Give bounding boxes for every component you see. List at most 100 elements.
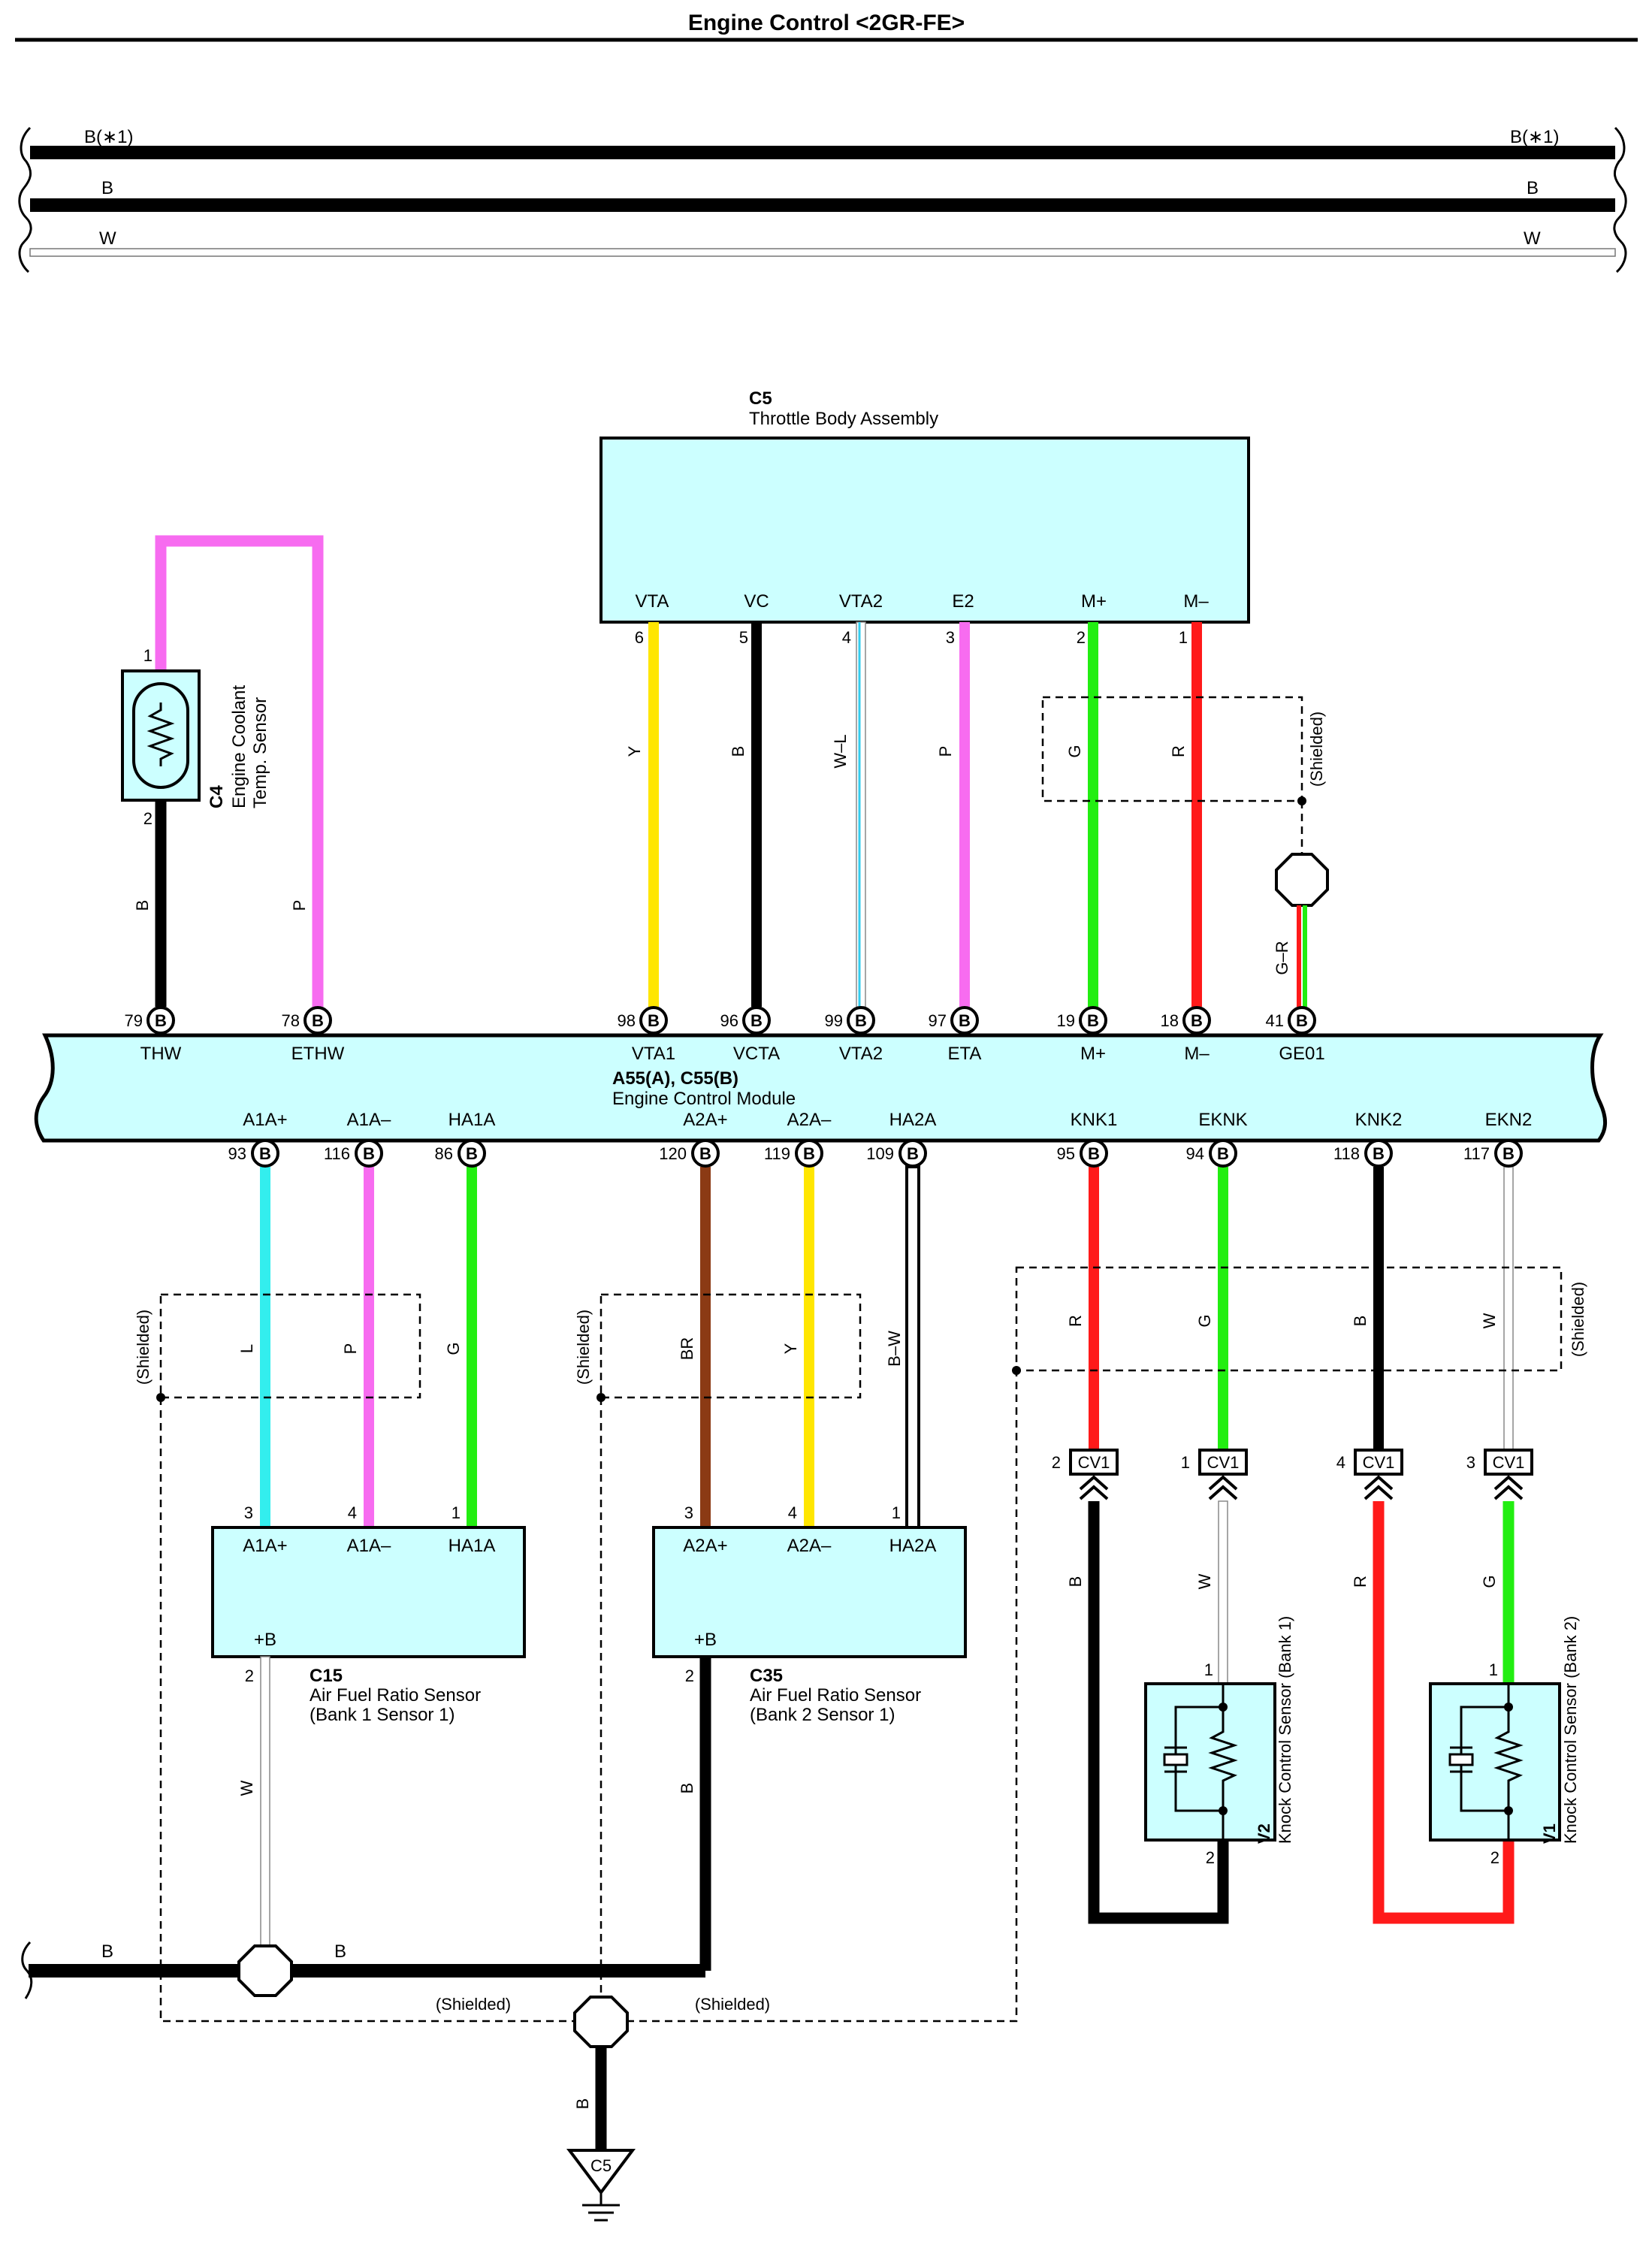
svg-text:B: B [699,1144,711,1163]
svg-text:3: 3 [244,1503,253,1522]
svg-text:M–: M– [1184,1044,1210,1064]
svg-text:B: B [1373,1144,1385,1163]
svg-text:KNK1: KNK1 [1071,1110,1118,1130]
throttle-wires: Y B W–L P G R (Shielded) G–R [625,621,1329,1008]
throttle-pin-number: 4 [842,628,851,647]
svg-text:B: B [1087,1011,1099,1030]
wire-color-label: W–L [831,734,850,768]
knock-wires-lower: B W R G [1066,1500,1515,1924]
svg-text:HA1A: HA1A [448,1536,496,1556]
bus-line-1-left-label: B(∗1) [84,127,133,147]
svg-text:R: R [1351,1576,1370,1588]
knock-wires-upper: R G B W [1066,1166,1514,1451]
svg-text:116: 116 [324,1144,350,1163]
throttle-pin-number: 2 [1077,628,1086,647]
cv1-connector-4: CV1 4 [1336,1449,1403,1500]
svg-text:94: 94 [1186,1144,1204,1163]
cv1-connector-3: CV1 3 [1466,1449,1533,1500]
coolant-pin2: 2 [143,809,153,828]
svg-text:41: 41 [1266,1011,1284,1030]
bus-line-2-right-label: B [1527,178,1539,198]
svg-text:4: 4 [788,1503,797,1522]
throttle-pin-number: 3 [946,628,955,647]
svg-text:Knock Control Sensor (Bank 1): Knock Control Sensor (Bank 1) [1276,1616,1294,1844]
svg-text:3: 3 [684,1503,693,1522]
page-title: Engine Control <2GR-FE> [688,11,965,35]
svg-text:109: 109 [866,1144,894,1163]
svg-text:A1A+: A1A+ [243,1536,287,1556]
svg-text:M+: M+ [1080,1044,1106,1064]
throttle-pin-name: VTA [636,591,669,612]
wire-color-label: G–R [1273,941,1291,974]
svg-text:4: 4 [348,1503,357,1522]
svg-text:HA2A: HA2A [889,1110,937,1130]
engine-control-module: A55(A), C55(B) Engine Control Module [34,1033,1607,1143]
throttle-pin-name: M+ [1081,591,1107,612]
svg-text:B: B [648,1011,660,1030]
svg-text:KNK2: KNK2 [1355,1110,1403,1130]
svg-text:2: 2 [1052,1453,1061,1472]
throttle-pin-name: E2 [952,591,974,612]
svg-text:EKNK: EKNK [1198,1110,1247,1130]
svg-text:A2A–: A2A– [787,1110,832,1130]
af1-wires: L P G [237,1167,477,1527]
svg-text:(Bank 1 Sensor 1): (Bank 1 Sensor 1) [310,1705,455,1725]
svg-text:119: 119 [764,1144,790,1163]
svg-text:THW: THW [140,1044,182,1064]
svg-text:+B: +B [254,1630,276,1650]
ecm-pin-95: B95 [1057,1139,1108,1168]
svg-text:G: G [1195,1314,1214,1327]
splice-icon [1275,853,1329,907]
svg-text:18: 18 [1161,1011,1179,1030]
throttle-body-assembly: C5 Throttle Body Assembly VTA VC VTA2 E2… [599,388,1250,647]
svg-text:A2A+: A2A+ [683,1536,727,1556]
wire-color-label: P [290,900,309,911]
svg-text:BR: BR [678,1337,696,1361]
splice-icon [237,1944,293,1997]
svg-text:99: 99 [825,1011,843,1030]
svg-text:1: 1 [892,1503,901,1522]
svg-text:C35: C35 [750,1666,783,1686]
svg-text:R: R [1066,1315,1085,1327]
svg-text:78: 78 [282,1011,300,1030]
svg-text:C15: C15 [310,1666,343,1686]
svg-text:GE01: GE01 [1279,1044,1324,1064]
shield-label: (Shielded) [695,1995,770,2014]
throttle-code: C5 [749,388,772,409]
bus-line-2-left-label: B [101,178,113,198]
svg-text:2: 2 [1206,1848,1215,1867]
coolant-pin1: 1 [143,646,153,665]
ecm-pin-99: B 99 VTA2 [825,1006,883,1064]
svg-text:3: 3 [1466,1453,1475,1472]
svg-text:VTA1: VTA1 [632,1044,675,1064]
svg-text:P: P [341,1343,360,1355]
wire-color-label: B [133,900,152,911]
top-bus: B(∗1) B(∗1) B B W W [18,126,1627,273]
svg-text:86: 86 [435,1144,453,1163]
svg-text:C5: C5 [590,2156,612,2175]
svg-text:ETHW: ETHW [291,1044,345,1064]
svg-text:B: B [155,1011,167,1030]
shield-label: (Shielded) [1307,712,1326,787]
svg-text:HA1A: HA1A [448,1110,496,1130]
svg-text:G: G [1480,1575,1499,1588]
svg-text:B: B [466,1144,478,1163]
svg-text:B: B [101,1941,113,1962]
svg-text:B: B [855,1011,867,1030]
shield-label: (Shielded) [1569,1282,1587,1357]
ecm-pin-97: B 97 ETA [929,1006,981,1064]
ecm-top-pins: B 79 THW B 78 ETHW B 98 VTA1 B 96 VCTA B… [125,1006,1325,1064]
svg-text:93: 93 [228,1144,246,1163]
knock-sensor-bank2: 1 2 V1 Knock Control Sensor (Bank 2) [1429,1616,1580,1867]
svg-text:1: 1 [452,1503,461,1522]
svg-text:1: 1 [1204,1660,1213,1679]
svg-text:B–W: B–W [885,1331,904,1367]
svg-text:19: 19 [1057,1011,1075,1030]
ecm-name: Engine Control Module [612,1089,796,1109]
svg-text:V2: V2 [1255,1823,1273,1844]
ecm-pin-19: B 19 M+ [1057,1006,1107,1064]
svg-text:Air Fuel Ratio Sensor: Air Fuel Ratio Sensor [310,1685,481,1706]
